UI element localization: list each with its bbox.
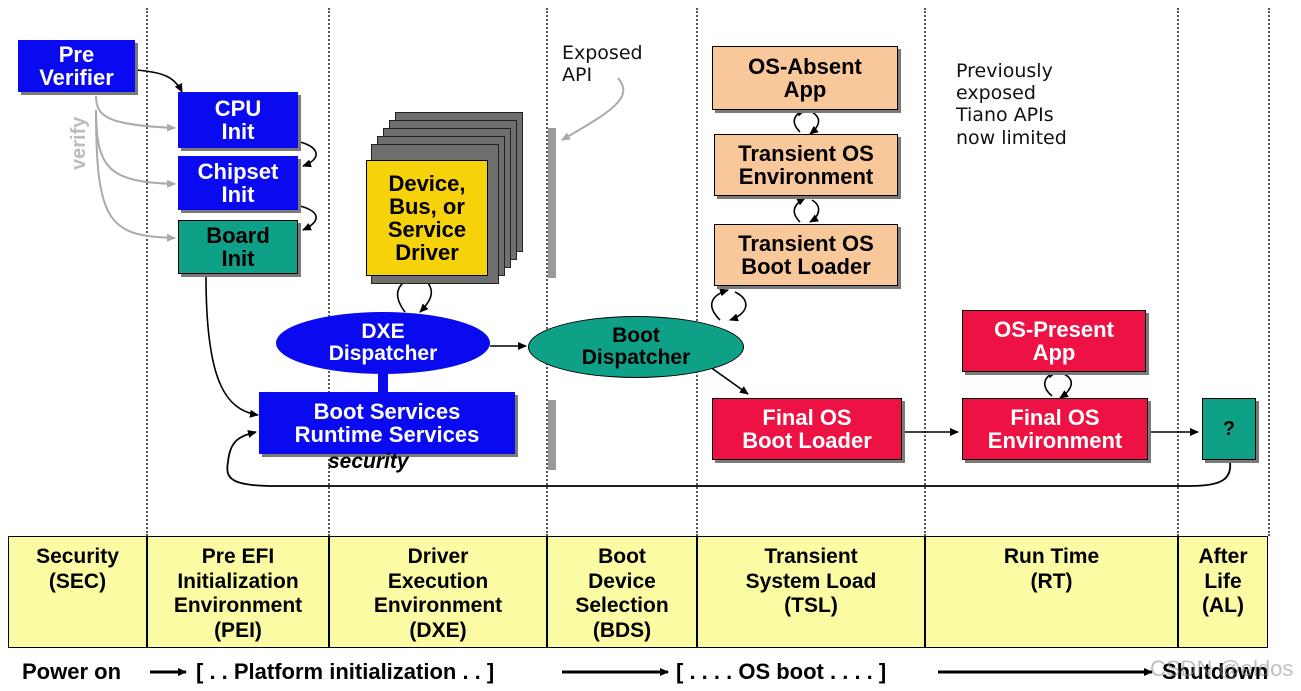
previously-exposed-note: Previously exposed Tiano APIs now limite…: [956, 60, 1067, 149]
verify-arrow-cpu: [95, 95, 176, 132]
phase-bds: Boot Device Selection (BDS): [547, 536, 697, 648]
exposed-api-bar-upper: [548, 128, 556, 278]
loop-absent-env-1: [793, 108, 806, 133]
board-init-box: Board Init: [178, 220, 298, 274]
watermark: CSDN @eldos: [1150, 656, 1294, 681]
pre-verifier-box: Pre Verifier: [18, 40, 135, 92]
boot-services-box: Boot Services Runtime Services: [259, 392, 515, 454]
arrow-bootdispatcher-transient: [710, 288, 729, 321]
loop-absent-env-2: [809, 111, 820, 135]
driver-box: Device, Bus, or Service Driver: [366, 160, 488, 276]
phase-al: After Life (AL): [1178, 536, 1268, 648]
final-os-boot-loader-box: Final OS Boot Loader: [712, 398, 902, 460]
verify-arrow-chipset: [95, 109, 176, 188]
chipset-init-box: Chipset Init: [178, 156, 298, 210]
loop-env-loader-2: [809, 199, 820, 223]
arrow-board-bootservices: [205, 275, 259, 418]
transient-os-environment-box: Transient OS Environment: [714, 134, 898, 196]
phase-separator: [924, 8, 926, 536]
dxe-dispatcher-ellipse: DXE Dispatcher: [276, 312, 490, 374]
return-loop: [226, 430, 1231, 487]
timeline-os-boot: [ . . . . OS boot . . . . ]: [676, 659, 887, 684]
phase-tsl: Transient System Load (TSL): [697, 536, 925, 648]
phase-separator: [1268, 8, 1270, 536]
phase-separator: [146, 8, 148, 536]
loop-app-env-1: [1044, 370, 1057, 397]
arrow-transient-bootdispatcher: [729, 291, 747, 322]
exposed-api-bar-lower: [548, 400, 556, 470]
timeline-platform-init: [ . . Platform initialization . . ]: [196, 659, 495, 684]
boot-dispatcher-ellipse: Boot Dispatcher: [528, 316, 744, 378]
phase-rt: Run Time (RT): [925, 536, 1178, 648]
loop-app-env-2: [1059, 373, 1072, 399]
phase-sec: Security (SEC): [8, 536, 147, 648]
security-label: security: [328, 450, 409, 473]
arrow-bootdispatcher-finalloader: [705, 363, 749, 395]
os-present-app-box: OS-Present App: [962, 310, 1146, 372]
verify-arrow-board: [95, 109, 176, 242]
phase-separator: [546, 8, 548, 536]
phase-pei: Pre EFI Initialization Environment (PEI): [147, 536, 329, 648]
after-life-box: ?: [1202, 398, 1256, 460]
cpu-init-box: CPU Init: [178, 92, 298, 148]
arrow-preverifier-cpu: [134, 69, 183, 93]
transient-os-boot-loader-box: Transient OS Boot Loader: [714, 224, 898, 286]
phase-dxe: Driver Execution Environment (DXE): [329, 536, 547, 648]
timeline-shutdown: Shutdown: [1162, 659, 1269, 684]
arrow-chipset-board: [299, 205, 317, 231]
os-absent-app-box: OS-Absent App: [712, 46, 898, 110]
timeline-power-on: Power on: [22, 659, 122, 684]
loop-env-loader-1: [793, 197, 806, 223]
exposed-api-note: Exposed API: [562, 42, 643, 87]
verify-label: verify: [68, 116, 90, 170]
phase-separator: [1177, 8, 1179, 536]
phase-separator: [696, 8, 698, 536]
exposed-api-arrow: [561, 77, 625, 141]
final-os-environment-box: Final OS Environment: [962, 398, 1148, 460]
phase-separator: [328, 8, 330, 536]
arrow-cpu-chipset: [299, 141, 317, 168]
